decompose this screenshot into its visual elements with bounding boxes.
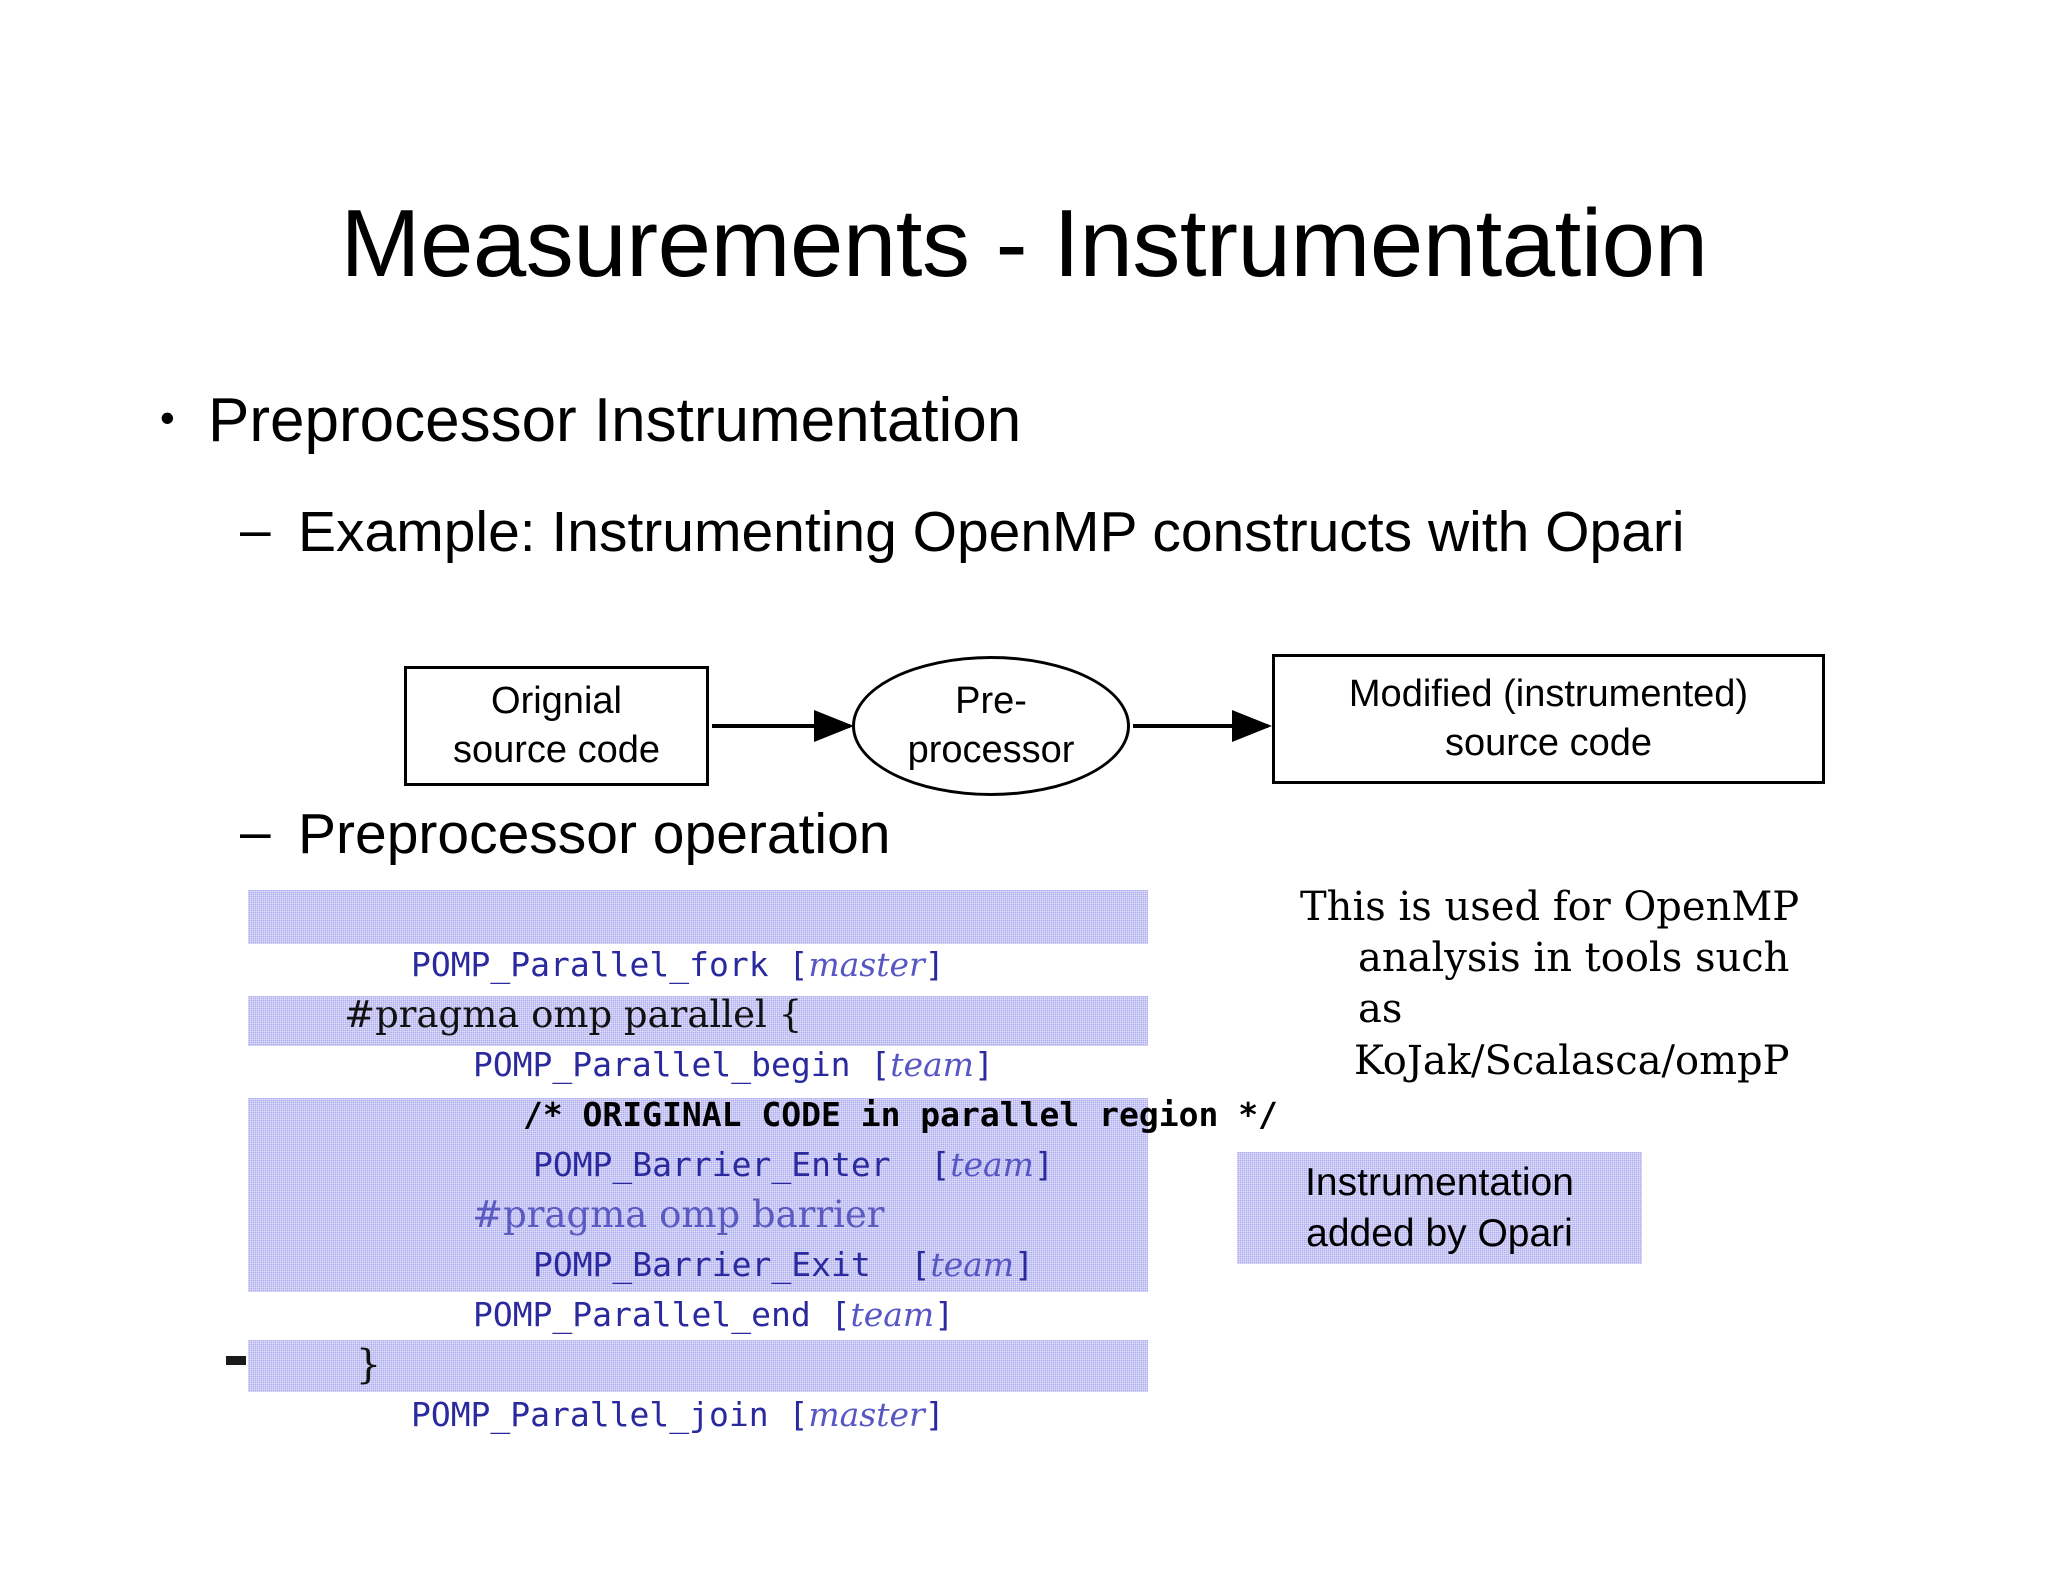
flow-node-modified-line1: Modified (instrumented)	[1348, 672, 1749, 715]
highlight-band-body	[248, 1098, 1148, 1292]
flow-node-preprocessor-line2: processor	[907, 729, 1075, 771]
page-title: Measurements - Instrumentation	[340, 190, 1708, 297]
code-token-fork: POMP_Parallel_fork	[410, 945, 769, 984]
code-param-barrier-enter: team	[950, 1145, 1034, 1184]
highlight-band-join	[248, 1340, 1148, 1392]
flow-node-preprocessor: Pre- processor	[852, 656, 1130, 796]
code-token-closing-brace: }	[355, 1342, 382, 1388]
code-token-original-comment: /* ORIGINAL CODE in parallel region */	[522, 1095, 1278, 1134]
flow-node-original-line1: Orignial	[491, 679, 622, 722]
code-token-pragma-barrier: #pragma omp barrier	[472, 1193, 885, 1236]
code-token-join: POMP_Parallel_join	[410, 1395, 769, 1434]
code-line-parallel-begin: POMP_Parallel_begin [team]	[472, 1045, 994, 1084]
code-token-barrier-exit: POMP_Barrier_Exit	[532, 1245, 871, 1284]
bullet-preprocessor-operation: – Preprocessor operation	[240, 800, 891, 866]
annotation-line-3: KoJak/Scalasca/ompP	[1354, 1037, 1790, 1084]
bullet-level2-label-example: Example: Instrumenting OpenMP constructs…	[298, 500, 1685, 564]
code-param-barrier-exit: team	[930, 1245, 1015, 1284]
code-line-closing-brace: }	[248, 1290, 1148, 1388]
bullet-example-opari: – Example: Instrumenting OpenMP construc…	[240, 498, 1685, 564]
code-line-barrier-enter: POMP_Barrier_Enter [team]	[532, 1145, 1054, 1184]
flow-node-original-source: Orignial source code	[404, 666, 709, 786]
code-listing: POMP_Parallel_fork [master] #pragma omp …	[226, 890, 1278, 1434]
bullet-marker-dot: •	[160, 394, 175, 441]
flow-node-preprocessor-line1: Pre-	[955, 679, 1027, 722]
highlight-band-fork	[248, 890, 1148, 944]
flow-node-modified-source: Modified (instrumented) source code	[1272, 654, 1825, 784]
code-param-parallel-end: team	[850, 1295, 935, 1334]
code-token-barrier-enter: POMP_Barrier_Enter	[532, 1145, 891, 1184]
code-line-parallel-join: POMP_Parallel_join [master]	[410, 1395, 945, 1434]
code-line-pragma-omp-parallel: #pragma omp parallel {	[248, 940, 1148, 1036]
highlight-band-begin	[248, 996, 1148, 1046]
code-line-original-code-comment: /* ORIGINAL CODE in parallel region */	[248, 1040, 1278, 1134]
bullet-level2-label-operation: Preprocessor operation	[298, 802, 891, 866]
legend-line-2: added by Opari	[1306, 1212, 1573, 1255]
legend-instrumentation-opari: Instrumentation added by Opari	[1237, 1152, 1642, 1264]
annotation-line-2: analysis in tools such as	[1358, 935, 1790, 1033]
bullet-level1-label: Preprocessor Instrumentation	[208, 386, 1022, 455]
code-param-begin: team	[890, 1045, 974, 1084]
code-param-join: master	[808, 1395, 925, 1434]
code-token-begin: POMP_Parallel_begin	[472, 1045, 851, 1084]
code-dash-marker	[226, 1356, 246, 1365]
annotation-openmp-tools: This is used for OpenMP analysis in tool…	[1300, 882, 1820, 1087]
code-line-parallel-fork: POMP_Parallel_fork [master]	[410, 945, 945, 984]
bullet-marker-dash: –	[240, 498, 271, 560]
code-token-pragma-parallel: #pragma omp parallel {	[344, 993, 803, 1036]
bullet-preprocessor-instrumentation: • Preprocessor Instrumentation	[150, 386, 1022, 455]
code-line-barrier-exit: POMP_Barrier_Exit [team]	[532, 1245, 1034, 1284]
legend-line-1: Instrumentation	[1305, 1160, 1574, 1204]
code-token-parallel-end: POMP_Parallel_end	[472, 1295, 811, 1334]
code-line-pragma-omp-barrier: #pragma omp barrier	[248, 1140, 1148, 1236]
annotation-line-1: This is used for OpenMP	[1300, 884, 1800, 930]
code-param-fork: master	[808, 945, 925, 984]
flow-node-modified-line2: source code	[1444, 722, 1652, 764]
flow-node-original-line2: source code	[452, 729, 660, 771]
bullet-marker-dash: –	[240, 800, 271, 862]
code-line-parallel-end: POMP_Parallel_end [team]	[472, 1295, 955, 1334]
